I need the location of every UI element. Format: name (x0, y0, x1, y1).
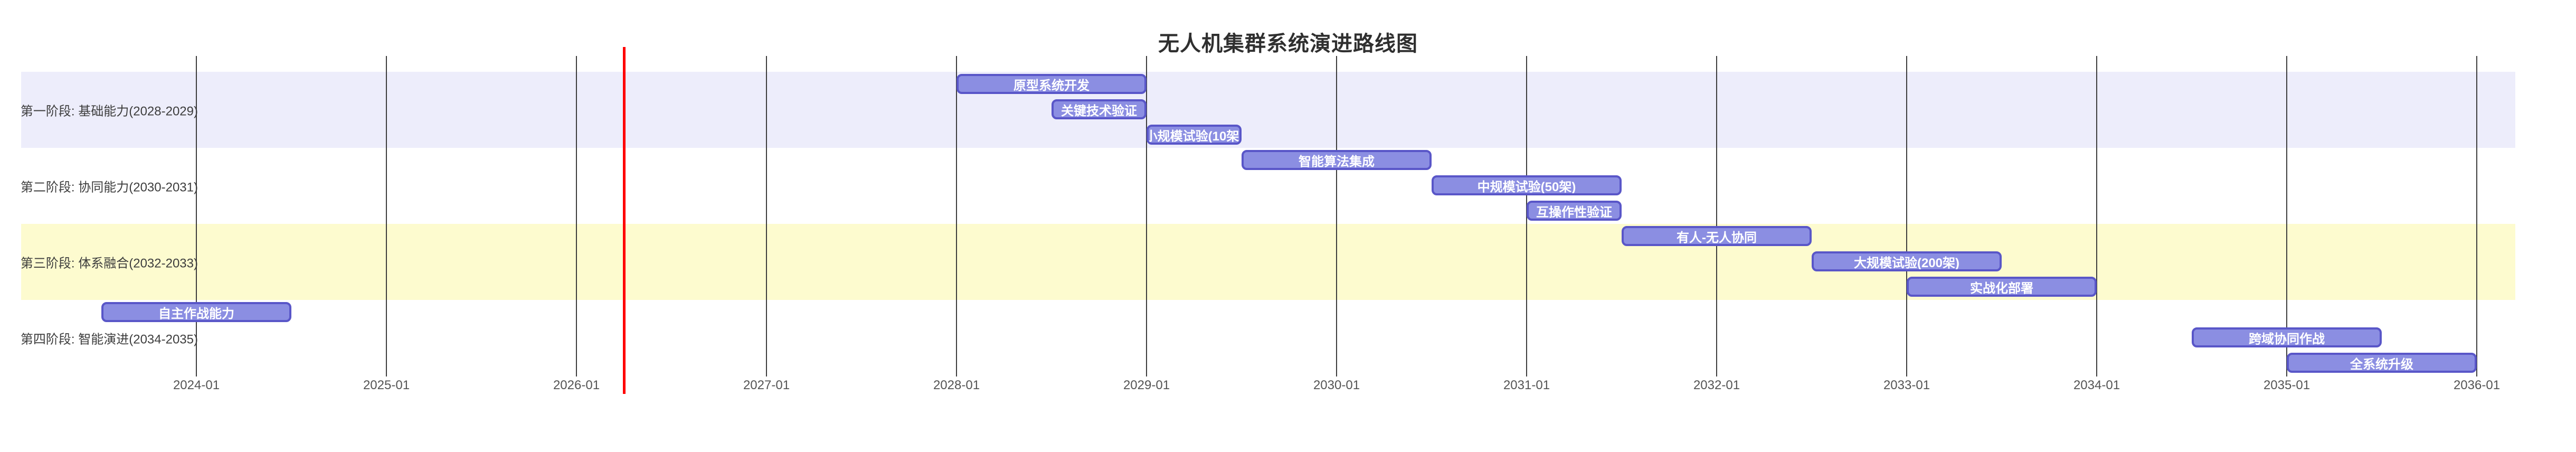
year-gridline (576, 56, 577, 376)
task-bar: 全系统升级 (2287, 353, 2477, 373)
year-gridline (386, 56, 387, 376)
task-bar: 实战化部署 (1907, 277, 2097, 297)
task-bar: 大规模试验(200架) (1812, 251, 2002, 271)
task-bar: 中规模试验(50架) (1432, 175, 1622, 195)
phase-band-3 (21, 224, 2515, 300)
x-axis-tick-label: 2033-01 (1883, 378, 1930, 392)
x-axis-tick-label: 2031-01 (1503, 378, 1550, 392)
task-bar-label: 跨域协同作战 (2249, 332, 2325, 346)
task-bar: 跨域协同作战 (2192, 327, 2382, 347)
task-bar: 自主作战能力 (101, 302, 291, 322)
x-axis-tick-label: 2034-01 (2073, 378, 2120, 392)
task-bar-label: 实战化部署 (1970, 281, 2033, 296)
phase-label-4: 第四阶段: 智能演进(2034-2035) (20, 332, 198, 347)
year-gridline (766, 56, 767, 376)
year-gridline (2096, 56, 2097, 376)
task-bar-label: 大规模试验(200架) (1853, 256, 1960, 270)
x-axis-tick-label: 2024-01 (173, 378, 220, 392)
today-marker-line (623, 47, 626, 394)
year-gridline (956, 56, 957, 376)
x-axis-tick-label: 2030-01 (1313, 378, 1360, 392)
task-bar: 原型系统开发 (956, 74, 1147, 94)
task-bar-label: 智能算法集成 (1299, 154, 1375, 169)
task-bar-label: 互操作性验证 (1536, 205, 1612, 220)
task-bar-label: 关键技术验证 (1061, 103, 1137, 118)
task-bar-label: 有人-无人协同 (1677, 230, 1757, 245)
task-bar-label: 原型系统开发 (1014, 78, 1090, 93)
year-gridline (1336, 56, 1337, 376)
task-bar-label: 全系统升级 (2350, 357, 2413, 372)
x-axis-tick-label: 2036-01 (2453, 378, 2501, 392)
year-gridline (1146, 56, 1147, 376)
task-bar: 小规模试验(10架) (1147, 125, 1242, 145)
year-gridline (1906, 56, 1907, 376)
x-axis-tick-label: 2029-01 (1123, 378, 1170, 392)
x-axis-tick-label: 2032-01 (1693, 378, 1740, 392)
x-axis-tick-label: 2035-01 (2263, 378, 2310, 392)
phase-label-3: 第三阶段: 体系融合(2032-2033) (20, 256, 198, 271)
phase-band-1 (21, 72, 2515, 148)
task-bar: 有人-无人协同 (1622, 226, 1812, 246)
x-axis-tick-label: 2027-01 (743, 378, 790, 392)
year-gridline (2286, 56, 2287, 376)
chart-title: 无人机集群系统演进路线图 (1158, 32, 1418, 55)
x-axis-tick-label: 2026-01 (553, 378, 600, 392)
task-bar: 智能算法集成 (1242, 150, 1432, 170)
phase-label-1: 第一阶段: 基础能力(2028-2029) (20, 104, 198, 119)
phase-label-2: 第二阶段: 协同能力(2030-2031) (20, 180, 198, 195)
x-axis-tick-label: 2028-01 (933, 378, 980, 392)
year-gridline (1716, 56, 1717, 376)
year-gridline (196, 56, 197, 376)
year-gridline (2476, 56, 2477, 376)
task-bar: 互操作性验证 (1527, 201, 1622, 221)
task-bar: 关键技术验证 (1052, 99, 1147, 119)
task-bar-label: 中规模试验(50架) (1477, 180, 1576, 194)
x-axis-tick-label: 2025-01 (363, 378, 410, 392)
task-bar-label: 自主作战能力 (158, 306, 234, 321)
task-bar-label: 小规模试验(10架) (1147, 129, 1242, 144)
